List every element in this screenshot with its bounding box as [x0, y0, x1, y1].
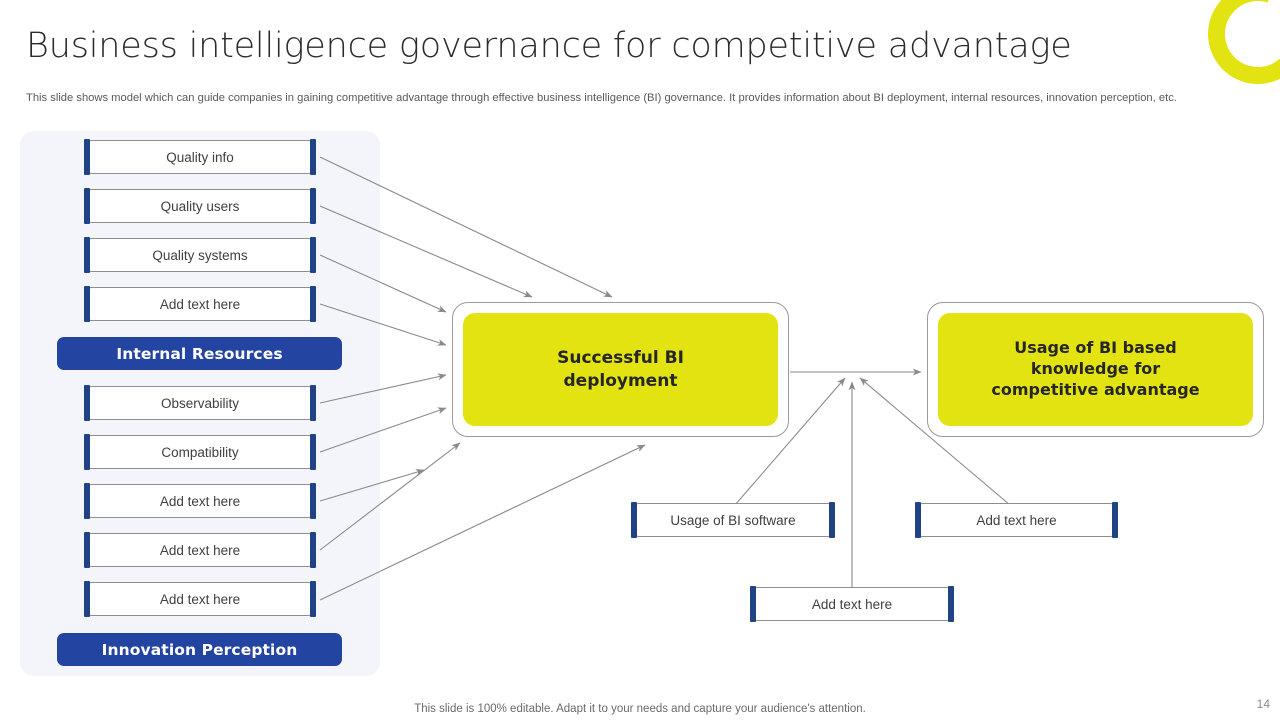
list-item[interactable]: Compatibility: [84, 434, 316, 470]
ring-decoration-icon: [1190, 0, 1280, 102]
right-node-inner: Usage of BI based knowledge for competit…: [938, 313, 1253, 426]
list-item[interactable]: Observability: [84, 385, 316, 421]
center-node-line2: deployment: [563, 370, 678, 391]
group-label-internal-resources[interactable]: Internal Resources: [57, 337, 342, 370]
list-item[interactable]: Quality users: [84, 188, 316, 224]
right-node-usage-of-bi-knowledge[interactable]: Usage of BI based knowledge for competit…: [927, 302, 1264, 437]
list-item[interactable]: Add text here: [84, 581, 316, 617]
list-item[interactable]: Quality info: [84, 139, 316, 175]
right-node-line2: knowledge for: [1030, 359, 1161, 379]
center-node-line1: Successful BI: [557, 348, 684, 369]
page-subtitle: This slide shows model which can guide c…: [26, 92, 1177, 104]
center-node-inner: Successful BI deployment: [463, 313, 778, 426]
list-item[interactable]: Add text here: [84, 286, 316, 322]
page-title: Business intelligence governance for com…: [26, 26, 1072, 66]
support-box-add-text-here-right[interactable]: Add text here: [915, 502, 1118, 538]
footer-note: This slide is 100% editable. Adapt it to…: [414, 703, 866, 715]
support-box-add-text-here-bottom[interactable]: Add text here: [750, 586, 954, 622]
list-item[interactable]: Quality systems: [84, 237, 316, 273]
right-node-line1: Usage of BI based: [1014, 338, 1177, 358]
support-box-usage-of-bi-software[interactable]: Usage of BI software: [631, 502, 835, 538]
group-label-innovation-perception[interactable]: Innovation Perception: [57, 633, 342, 666]
right-node-line3: competitive advantage: [991, 379, 1200, 399]
page-number: 14: [1256, 697, 1270, 711]
list-item[interactable]: Add text here: [84, 532, 316, 568]
list-item[interactable]: Add text here: [84, 483, 316, 519]
center-node-successful-bi-deployment[interactable]: Successful BI deployment: [452, 302, 789, 437]
